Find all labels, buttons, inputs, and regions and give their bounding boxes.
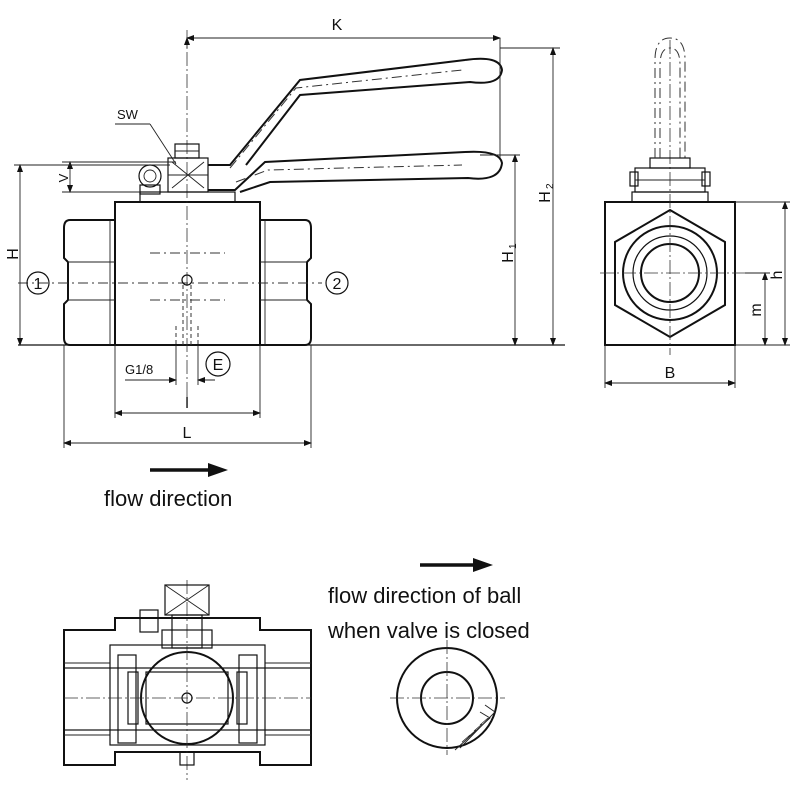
ball-flow-arrow-icon bbox=[473, 558, 493, 572]
dim-H2-label: H bbox=[537, 191, 554, 203]
ball-caption-line1: flow direction of ball bbox=[328, 583, 521, 608]
port-2-label: 2 bbox=[333, 276, 342, 293]
side-view: B h m bbox=[600, 37, 790, 388]
dim-SW-label: SW bbox=[117, 107, 139, 122]
flow-arrow-icon bbox=[208, 463, 228, 477]
dim-H-label: H bbox=[5, 248, 22, 260]
dim-G18-label: G1/8 bbox=[125, 362, 153, 377]
port-E-label: E bbox=[213, 357, 224, 374]
ball-caption-line2: when valve is closed bbox=[327, 618, 530, 643]
dim-V-label: V bbox=[56, 173, 71, 182]
section-view bbox=[63, 580, 312, 780]
dim-L-label: L bbox=[183, 425, 192, 442]
dim-B-label: B bbox=[665, 365, 676, 382]
dim-m-label: m bbox=[748, 303, 765, 316]
ball-flow: flow direction of ball when valve is clo… bbox=[327, 558, 530, 755]
dim-l-label: l bbox=[185, 395, 189, 412]
dim-H2-subscript: 2 bbox=[545, 183, 556, 189]
dim-h-label: h bbox=[769, 271, 786, 280]
front-view: K SW V H H 1 H 2 1 2 bbox=[5, 17, 565, 448]
dim-H1-label: H bbox=[500, 251, 517, 263]
dim-H1-subscript: 1 bbox=[508, 243, 519, 249]
dim-K-label: K bbox=[332, 17, 343, 34]
flow-direction: flow direction bbox=[104, 463, 232, 511]
flow-direction-label: flow direction bbox=[104, 486, 232, 511]
port-1-label: 1 bbox=[34, 276, 43, 293]
